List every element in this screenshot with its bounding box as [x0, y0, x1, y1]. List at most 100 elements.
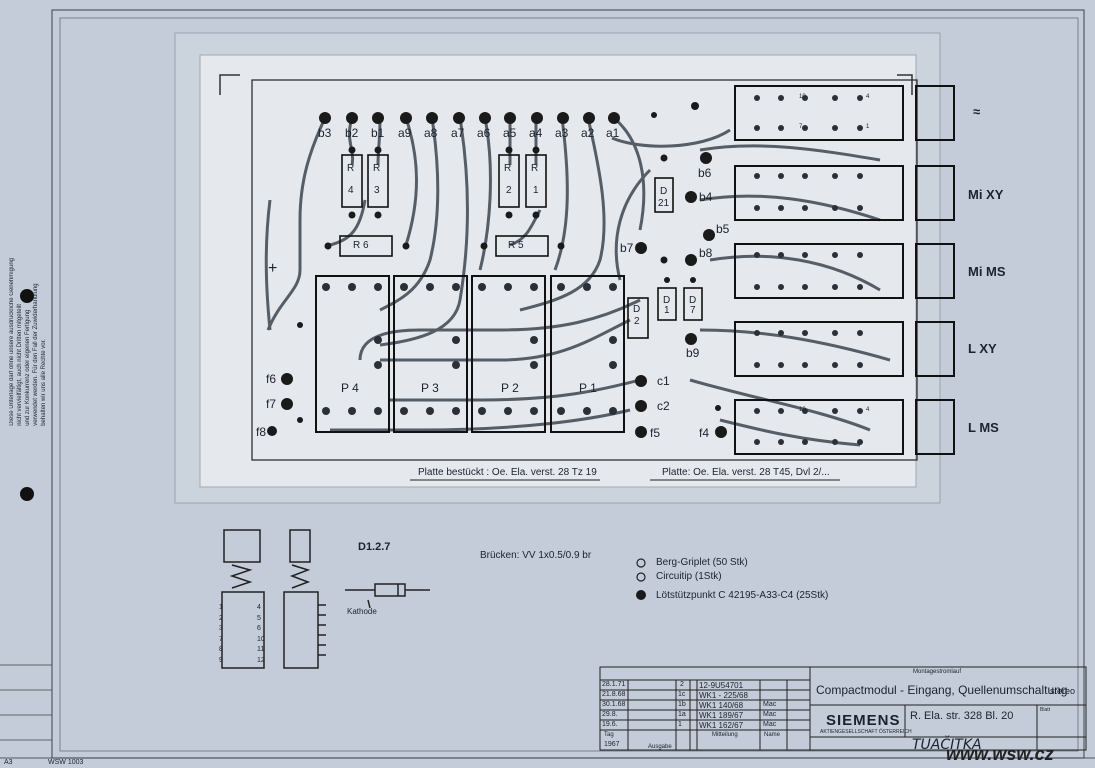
pcb-traces [264, 116, 891, 447]
relays [315, 275, 625, 433]
rev-text-1: 12-9U54701 [699, 681, 744, 690]
tb-name-label: Name [764, 732, 781, 738]
resistor-6-label: R 6 [353, 240, 369, 251]
switch-pins-right: 4 5 6 10 11 12 [257, 604, 265, 664]
pin-label-b3: b3 [318, 126, 332, 140]
circuitip-symbol [636, 572, 646, 582]
corner-marks [219, 74, 913, 95]
resistor-2-r: R [504, 163, 512, 174]
tb-title: Compactmodul - Eingang, Quellenumschaltu… [816, 683, 1068, 697]
sw5-num-4: 4 [866, 407, 870, 413]
relay-p3-label: P 3 [421, 381, 439, 395]
legend-circuitip: Circuitip (1Stk) [656, 571, 722, 582]
pin-label-f6: f6 [266, 372, 277, 386]
rev-name-3: Mac [763, 701, 777, 708]
rev-date-1: 28.1.71 [602, 681, 626, 688]
diode-7-d: D [689, 295, 697, 306]
relay-pads [322, 283, 617, 415]
legend-griplet: Berg-Griplet (50 Stk) [656, 557, 748, 568]
sw5-num-10: 10 [799, 407, 806, 413]
plus-mark: + [268, 260, 278, 277]
loetstuetzpunkt-symbol [636, 590, 646, 600]
resistor-5-label: R 5 [508, 240, 524, 251]
rev-date-3: 30.1.68 [602, 701, 626, 708]
tb-tag-label: Tag [604, 732, 614, 738]
switch-pins-left: 1 2 3 7 8 9 [219, 604, 223, 664]
platte-bestueckt-label: Platte bestückt : Oe. Ela. verst. 28 Tz … [418, 467, 597, 478]
diode-21-d: D [660, 186, 668, 197]
pin-label-a2: a2 [581, 126, 595, 140]
resistor-1-r: R [531, 163, 539, 174]
tb-stereo: stereo [1050, 686, 1076, 696]
binding-hole-top [20, 289, 34, 303]
solder-points [267, 152, 727, 438]
platte-label: Platte: Oe. Ela. verst. 28 T45, Dvl 2/..… [662, 467, 830, 478]
switch-name-l-ms: L MS [968, 420, 999, 435]
rev-num-3: 1b [678, 701, 686, 708]
pin-label-f7: f7 [266, 397, 277, 411]
resistors [339, 154, 703, 339]
resistor-3-num: 3 [374, 185, 380, 196]
pin-label-b8: b8 [699, 246, 713, 260]
resistor-4-num: 4 [348, 185, 354, 196]
left-margin-lines [0, 664, 52, 741]
pin-label-f8: f8 [256, 425, 267, 439]
sheet-form-label: WSW 1003 [48, 759, 84, 766]
rev-num-4: 1a [678, 711, 686, 718]
bruecken-note: Brücken: VV 1x0.5/0.9 br [480, 550, 592, 561]
pin-label-f4: f4 [699, 426, 710, 440]
switch-pads [754, 95, 863, 445]
rev-num-5: 1 [678, 721, 682, 728]
tb-siemens-logo: SIEMENS [826, 712, 901, 729]
diode-7-num: 7 [690, 305, 696, 316]
pin-label-f5: f5 [650, 426, 661, 440]
side-copyright-note: Diese Unterlage darf ohne unsere ausdrüc… [9, 258, 47, 426]
diode-1-d: D [663, 295, 671, 306]
pin-label-c1: c1 [657, 374, 670, 388]
pin-label-a1: a1 [606, 126, 620, 140]
pin-label-a5: a5 [503, 126, 517, 140]
sw1-num-7: 7 [799, 124, 803, 130]
pin-label-b1: b1 [371, 126, 385, 140]
diode-note: D1.2.7 [358, 541, 391, 553]
switch-name-tilde: ≈ [973, 104, 981, 119]
relay-p1-label: P 1 [579, 381, 597, 395]
diode-2-d: D [633, 304, 641, 315]
tb-company-sub: AKTIENGESELLSCHAFT ÖSTERREICH [820, 729, 912, 735]
switch-detail-drawing [221, 529, 430, 669]
sheet-inner-border [59, 17, 1079, 752]
rev-date-2: 21.8.68 [602, 691, 626, 698]
rev-num-2: 1c [678, 691, 686, 698]
watermark: www.wsw.cz [946, 744, 1054, 764]
kathode-label: Kathode [347, 607, 377, 616]
binding-hole-bottom [20, 487, 34, 501]
top-pin-pads [319, 102, 699, 124]
switch-modules [734, 85, 955, 455]
legend-loetstuetzpunkt: Lötstützpunkt C 42195-A33-C4 (25Stk) [656, 590, 829, 601]
relay-p2-label: P 2 [501, 381, 519, 395]
sw1-num-4: 4 [866, 94, 870, 100]
rev-num-1: 2 [680, 681, 684, 688]
diode-2-num: 2 [634, 316, 640, 327]
pin-label-a7: a7 [451, 126, 465, 140]
pin-label-b4: b4 [699, 190, 713, 204]
rev-text-5: WK1 162/67 [699, 721, 744, 730]
resistor-3-r: R [373, 163, 381, 174]
tb-ausgabe-label: Ausgabe [648, 744, 672, 750]
sw1-num-1: 1 [866, 124, 870, 130]
rev-text-3: WK1 140/68 [699, 701, 744, 710]
pin-label-a4: a4 [529, 126, 543, 140]
diode-21-num: 21 [658, 198, 670, 209]
resistor-1-num: 1 [533, 185, 539, 196]
relay-p4-label: P 4 [341, 381, 359, 395]
pin-label-b2: b2 [345, 126, 359, 140]
pin-label-b9: b9 [686, 346, 700, 360]
resistor-4-r: R [347, 163, 355, 174]
switch-name-mi-ms: Mi MS [968, 264, 1006, 279]
rev-text-4: WK1 189/67 [699, 711, 744, 720]
pin-label-a6: a6 [477, 126, 491, 140]
griplet-symbol [636, 558, 646, 568]
tb-year: 1967 [604, 741, 620, 748]
rev-date-5: 19.6. [602, 721, 618, 728]
